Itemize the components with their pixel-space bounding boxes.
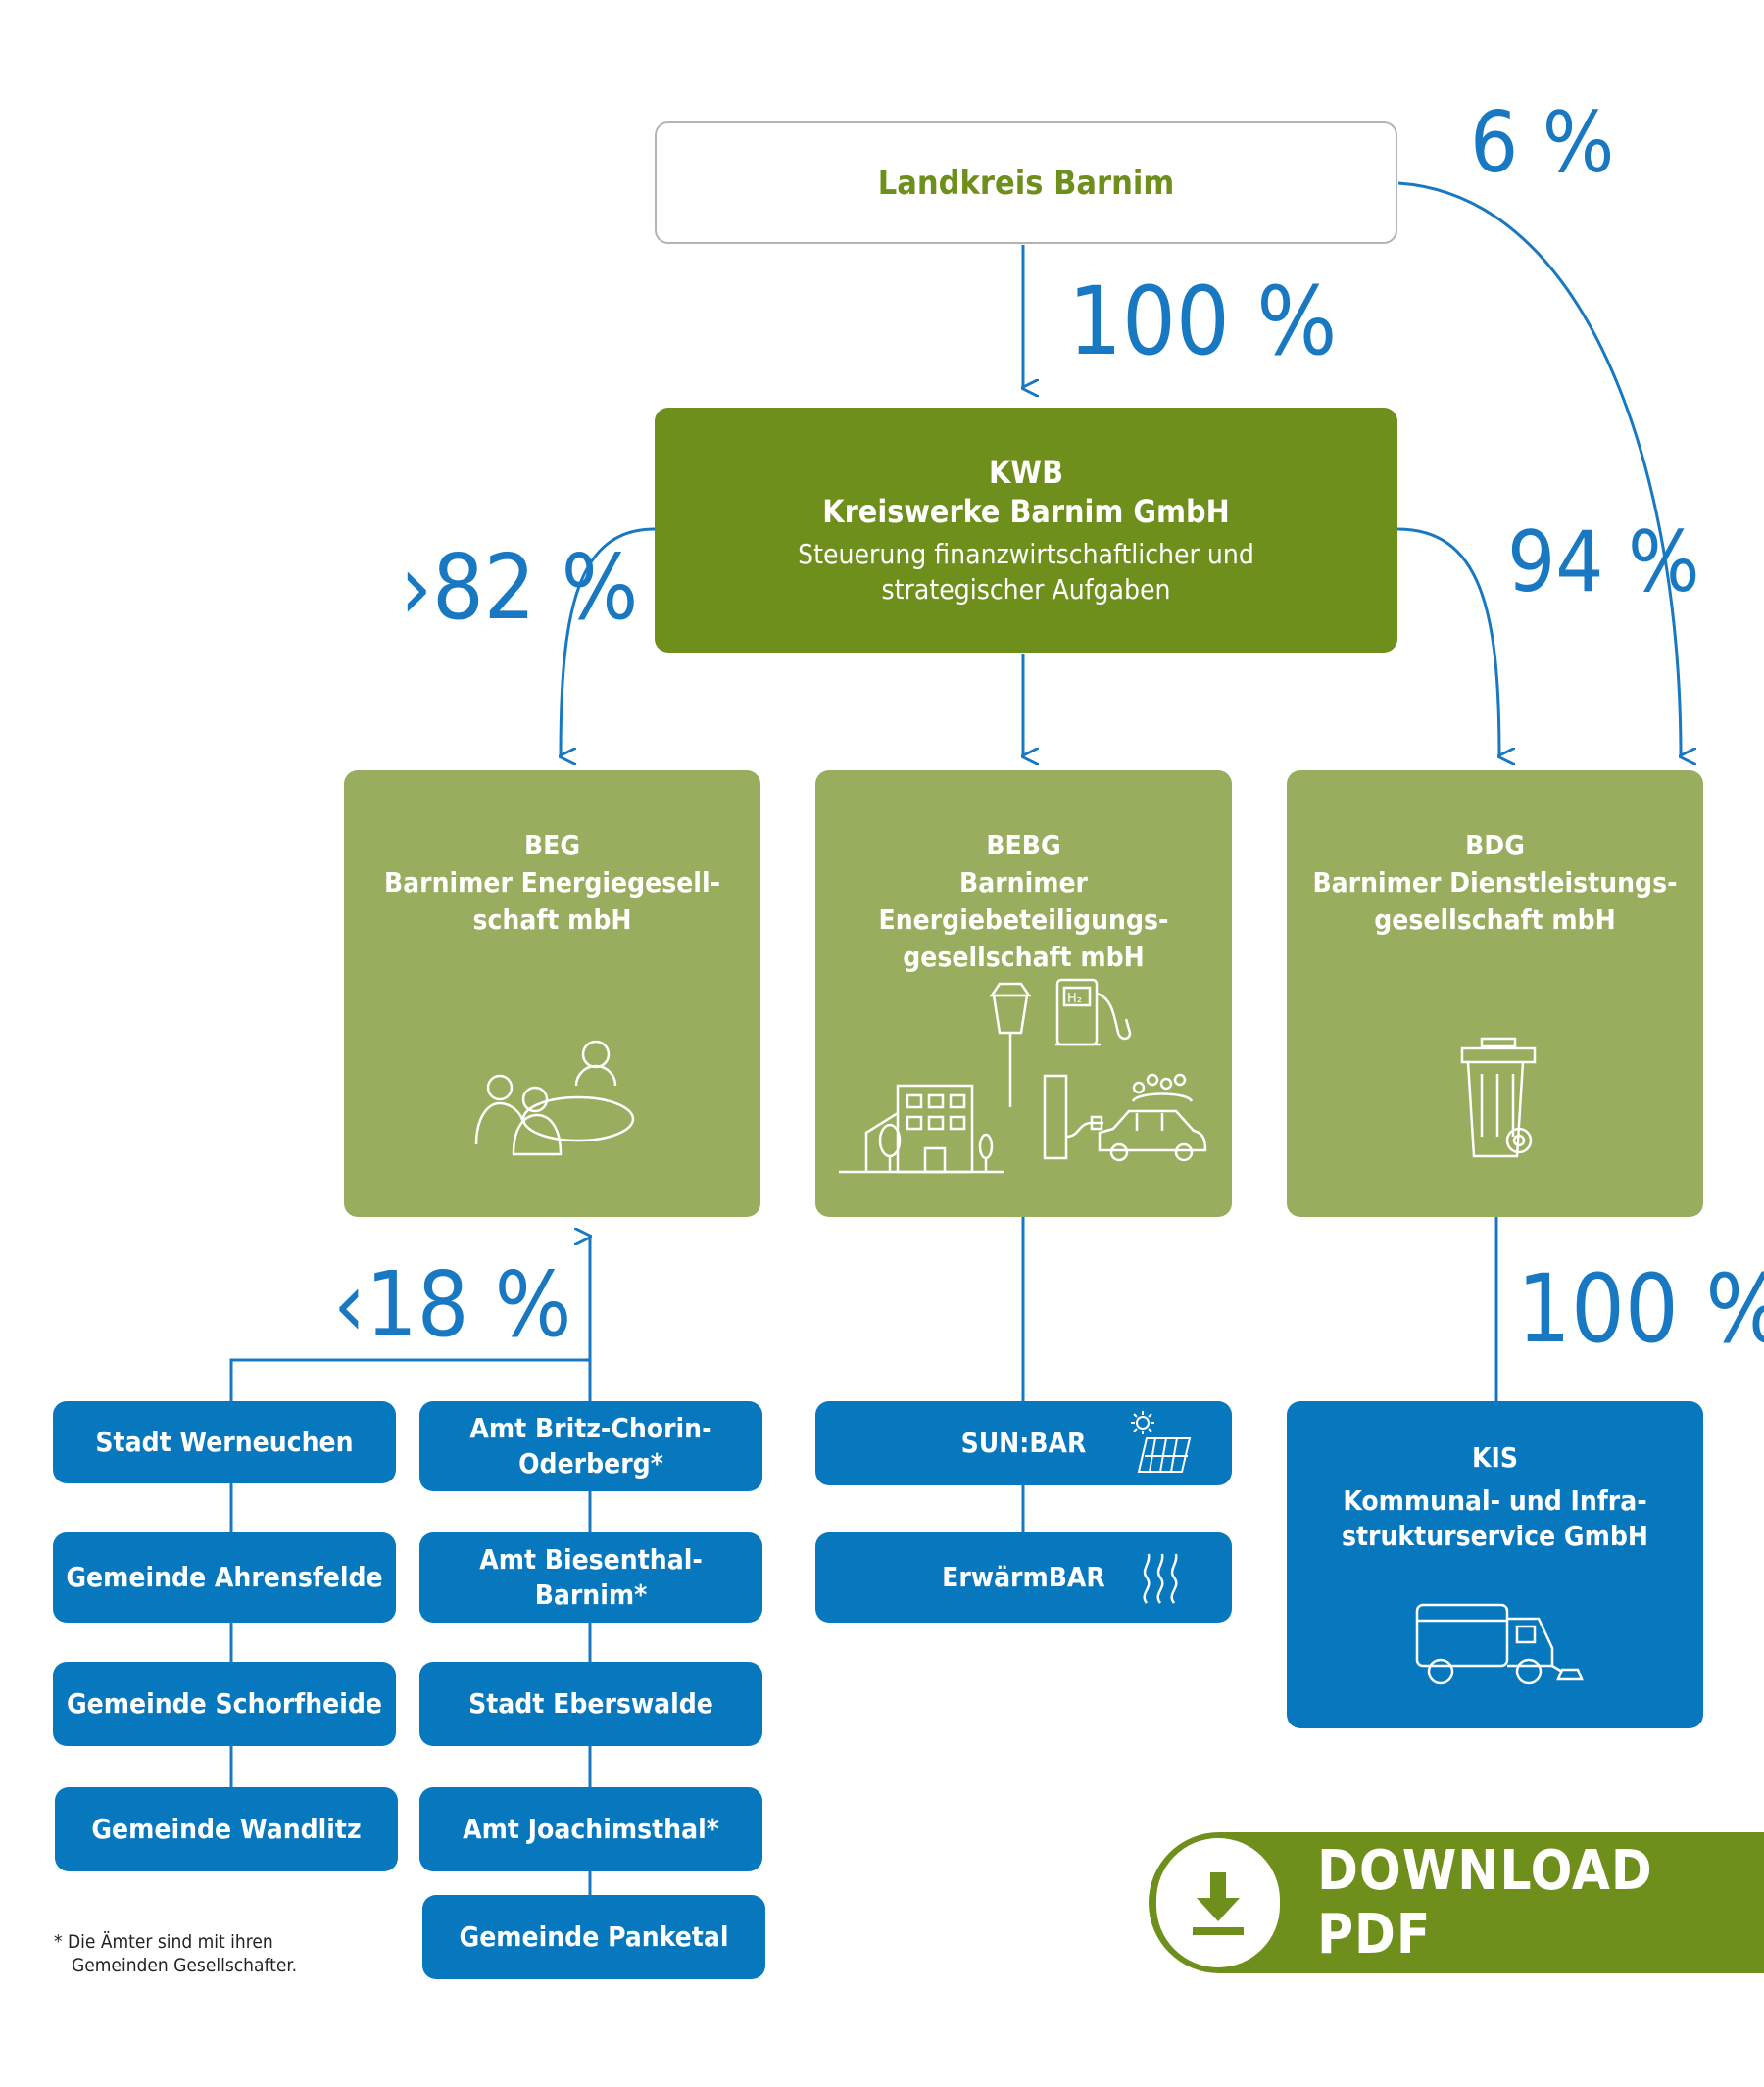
download-arrow-icon <box>1193 1872 1245 1935</box>
percent-kwb-beg: ›82 % <box>400 535 639 640</box>
bdg-box: BDG Barnimer Dienstleistungs- gesellscha… <box>1287 770 1703 1217</box>
percent-bdg-kis: 100 % <box>1517 1254 1764 1364</box>
muni-gemeinde-wandlitz: Gemeinde Wandlitz <box>55 1787 398 1871</box>
percent-kwb-bdg: 94 % <box>1507 513 1700 611</box>
solar-panel-icon <box>1131 1411 1192 1473</box>
bebg-box: BEBG Barnimer Energiebeteiligungs- gesel… <box>815 770 1232 1217</box>
product-label: ErwärmBAR <box>942 1561 1105 1593</box>
footnote: * Die Ämter sind mit ihren Gemeinden Ges… <box>54 1930 297 1977</box>
muni-gemeinde-schorfheide: Gemeinde Schorfheide <box>53 1662 396 1746</box>
bdg-line2: gesellschaft mbH <box>1374 903 1616 936</box>
svg-text:H₂: H₂ <box>1067 992 1082 1006</box>
kis-box: KIS Kommunal- und Infra- strukturservice… <box>1287 1401 1703 1728</box>
arrow-top-to-bdg <box>1397 181 1681 756</box>
percent-top-bdg: 6 % <box>1470 94 1615 192</box>
muni-label-1: Amt Joachimsthal* <box>463 1813 719 1845</box>
muni-stadt-werneuchen: Stadt Werneuchen <box>53 1401 396 1483</box>
bebg-line2: gesellschaft mbH <box>903 941 1145 973</box>
muni-label: Gemeinde Ahrensfelde <box>66 1561 383 1593</box>
beg-line2: schaft mbH <box>472 903 632 936</box>
landkreis-barnim-box: Landkreis Barnim <box>655 121 1397 244</box>
muni-label-1: Amt Biesenthal- <box>479 1543 703 1576</box>
percent-top-kwb: 100 % <box>1068 267 1338 376</box>
muni-label-1: Stadt Eberswalde <box>468 1687 713 1720</box>
street-lamp-icon <box>989 982 1032 1107</box>
bdg-line1: Barnimer Dienstleistungs- <box>1312 866 1678 898</box>
car-icon <box>1098 1073 1207 1162</box>
bdg-abbr: BDG <box>1465 829 1525 861</box>
muni-label: Gemeinde Wandlitz <box>91 1813 362 1845</box>
bebg-line1: Barnimer Energiebeteiligungs- <box>878 866 1169 936</box>
hydrogen-pump-icon: H₂ <box>1055 978 1132 1046</box>
kwb-box: KWB Kreiswerke Barnim GmbH Steuerung fin… <box>655 408 1397 653</box>
muni-amt-biesenthal-barnim: Amt Biesenthal- Barnim* <box>419 1532 762 1623</box>
ev-charger-icon <box>1043 1074 1103 1160</box>
muni-gemeinde-ahrensfelde: Gemeinde Ahrensfelde <box>53 1532 396 1623</box>
product-sunbar: SUN:BAR <box>815 1401 1232 1485</box>
product-label: SUN:BAR <box>960 1427 1087 1459</box>
arrow-kwb-to-beg <box>561 527 656 756</box>
muni-label-1: Amt Britz-Chorin- <box>469 1412 712 1444</box>
product-erwaermbar: ErwärmBAR <box>815 1532 1232 1623</box>
download-pdf-button[interactable]: DOWNLOAD PDF <box>1149 1832 1764 1973</box>
muni-label-2: Barnim* <box>534 1578 648 1611</box>
muni-amt-joachimsthal: Amt Joachimsthal* <box>419 1787 762 1871</box>
footnote-line1: * Die Ämter sind mit ihren <box>54 1931 273 1953</box>
buildings-icon <box>839 1084 1004 1174</box>
street-sweeper-icon <box>1415 1603 1584 1685</box>
waste-bin-icon <box>1460 1037 1537 1158</box>
muni-label-2: Oderberg* <box>518 1447 663 1480</box>
kis-abbr: KIS <box>1471 1441 1519 1474</box>
kwb-abbr: KWB <box>988 454 1063 491</box>
beg-abbr: BEG <box>523 829 581 861</box>
kis-line2: strukturservice GmbH <box>1342 1520 1648 1552</box>
arrow-kwb-to-bdg <box>1396 527 1499 756</box>
muni-label: Stadt Werneuchen <box>95 1426 354 1458</box>
download-pdf-label: DOWNLOAD PDF <box>1317 1839 1653 1966</box>
munis-bracket <box>229 1358 592 1401</box>
muni-label: Gemeinde Schorfheide <box>66 1687 383 1720</box>
meeting-people-icon <box>474 1040 635 1156</box>
beg-line1: Barnimer Energiegesell- <box>383 866 721 898</box>
kwb-desc-1: Steuerung finanzwirtschaftlicher und <box>798 538 1254 570</box>
muni-amt-britz-chorin-oderberg: Amt Britz-Chorin- Oderberg* <box>419 1401 762 1491</box>
bebg-abbr: BEBG <box>986 829 1061 861</box>
kis-line1: Kommunal- und Infra- <box>1343 1484 1647 1517</box>
kwb-name: Kreiswerke Barnim GmbH <box>822 493 1230 530</box>
download-icon-circle <box>1156 1838 1281 1967</box>
muni-gemeinde-panketal: Gemeinde Panketal <box>422 1895 765 1979</box>
muni-stadt-eberswalde: Stadt Eberswalde <box>419 1662 762 1746</box>
footnote-line2: Gemeinden Gesellschafter. <box>72 1955 298 1976</box>
beg-box: BEG Barnimer Energiegesell- schaft mbH <box>344 770 760 1217</box>
heat-waves-icon <box>1143 1553 1178 1604</box>
kwb-desc-2: strategischer Aufgaben <box>881 573 1171 606</box>
percent-munis-beg: ‹18 % <box>333 1252 572 1357</box>
muni-label-1: Gemeinde Panketal <box>459 1920 729 1953</box>
landkreis-label: Landkreis Barnim <box>877 163 1175 203</box>
